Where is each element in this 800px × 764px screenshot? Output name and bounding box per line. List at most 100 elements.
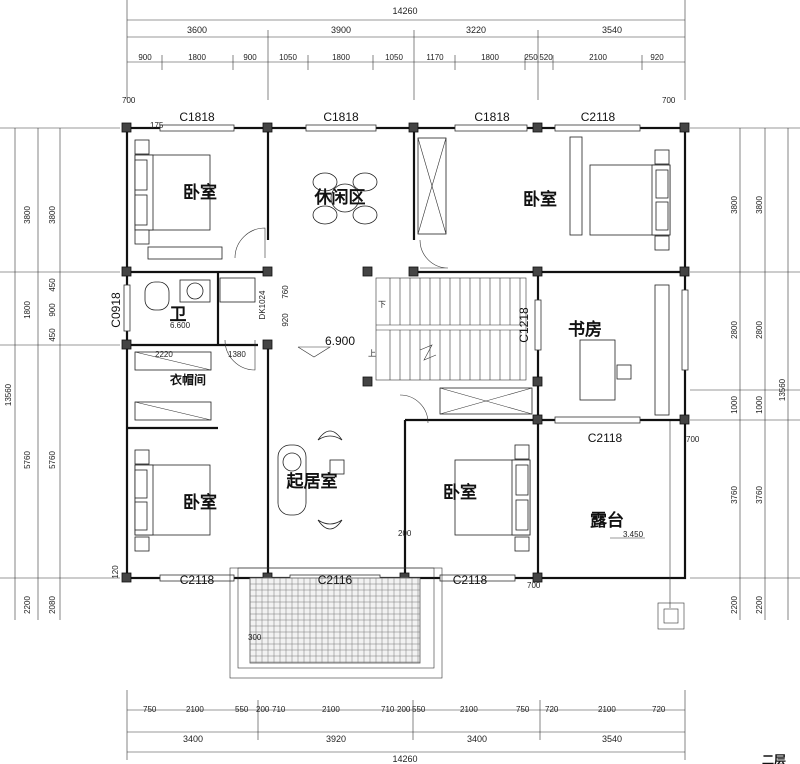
dim-700-ne: 700: [662, 96, 676, 105]
window-tag-10: C2118: [453, 573, 488, 587]
right-dim-2: 2800: [755, 321, 764, 339]
right-sub-2: 2800: [730, 321, 739, 339]
left-dim-2: 1800: [23, 301, 32, 319]
bottom-sub-3: 550: [235, 705, 249, 714]
stair-treads: [389, 278, 521, 380]
right-dim-1: 3800: [755, 196, 764, 214]
dim-200: 200: [398, 529, 412, 538]
dim-2220: 2220: [155, 350, 173, 359]
right-sub-5: 2200: [730, 596, 739, 614]
label-bedroom-nw: 卧室: [183, 182, 217, 203]
top-total-dim: 14260: [392, 6, 417, 16]
top-sub-10: 520: [539, 53, 553, 62]
top-sub-6: 1050: [385, 53, 403, 62]
window-tag-8: C2118: [180, 573, 215, 587]
room-labels: 卧室 休闲区 卧室 卫 书房 衣帽间 卧室 起居室 卧室 露台: [170, 182, 625, 531]
floor-level: 6.900: [325, 334, 355, 348]
top-sub-11: 2100: [589, 53, 607, 62]
right-dim-total: 13560: [778, 378, 787, 401]
bottom-sub-11: 750: [516, 705, 530, 714]
window-tag-1: C1818: [179, 110, 215, 124]
top-sub-5: 1800: [332, 53, 350, 62]
left-sub-3: 900: [48, 303, 57, 317]
top-sub-1: 900: [138, 53, 152, 62]
dim-920: 920: [281, 313, 290, 327]
left-dim-1: 3800: [23, 206, 32, 224]
label-leisure: 休闲区: [314, 187, 366, 208]
window-tag-6: C1218: [517, 307, 531, 343]
dim-760: 760: [281, 285, 290, 299]
stair-up-label: 上: [368, 349, 376, 358]
label-cloakroom: 衣帽间: [170, 372, 206, 387]
right-dim-5: 2200: [755, 596, 764, 614]
top-sub-7: 1170: [426, 53, 444, 62]
left-dim-total: 13560: [4, 383, 13, 406]
bottom-dimensions: 750 2100 550 200 710 2100 710 200 550 21…: [126, 690, 686, 764]
label-bathroom: 卫: [170, 305, 187, 325]
balcony-hatch: [249, 577, 420, 663]
right-dim-4: 3760: [755, 486, 764, 504]
top-sub-3: 900: [243, 53, 257, 62]
bottom-sub-4: 200: [256, 705, 270, 714]
top-dimensions: 14260 3600 3900 3220 3540 900 1800 900 1…: [126, 0, 686, 100]
terrace-level: 3.450: [623, 530, 644, 539]
annotations: 6.900 6.600 3.450 2220 1380 760 920 700 …: [111, 96, 786, 764]
bottom-sub-14: 720: [652, 705, 666, 714]
top-dim-4: 3540: [602, 25, 622, 35]
right-sub-4: 3760: [730, 486, 739, 504]
bottom-sub-2: 2100: [186, 705, 204, 714]
columns: [121, 122, 690, 583]
bath-level: 6.600: [170, 321, 191, 330]
dim-175: 175: [150, 121, 164, 130]
corner-label: 二层: [762, 753, 786, 764]
window-tag-9: C2116: [318, 573, 353, 587]
left-sub-5: 5760: [48, 451, 57, 469]
bottom-sub-5: 710: [272, 705, 286, 714]
top-sub-9: 250: [524, 53, 538, 62]
window-tag-2: C1818: [323, 110, 359, 124]
bottom-sub-8: 200: [397, 705, 411, 714]
left-sub-4: 450: [48, 328, 57, 342]
terrace-post: [657, 602, 685, 630]
bottom-dim-4: 3540: [602, 734, 622, 744]
dim-700-nw: 700: [122, 96, 136, 105]
top-sub-2: 1800: [188, 53, 206, 62]
bottom-sub-7: 710: [381, 705, 395, 714]
bottom-sub-10: 2100: [460, 705, 478, 714]
bottom-sub-6: 2100: [322, 705, 340, 714]
bottom-dim-1: 3400: [183, 734, 203, 744]
right-dimensions: 3800 2800 13560 1000 3760 2200 3800 2800…: [690, 127, 800, 620]
bottom-total-dim: 14260: [392, 754, 417, 764]
dim-120: 120: [111, 565, 120, 579]
right-sub-1: 3800: [730, 196, 739, 214]
bottom-sub-12: 720: [545, 705, 559, 714]
left-sub-2: 450: [48, 278, 57, 292]
bottom-sub-1: 750: [143, 705, 157, 714]
left-dimensions: 3800 1800 13560 5760 2200 3800 450 900 4…: [0, 127, 120, 620]
bottom-dim-3: 3400: [467, 734, 487, 744]
top-sub-12: 920: [650, 53, 664, 62]
window-tag-7: C2118: [588, 431, 623, 445]
right-sub-3: 1000: [730, 396, 739, 414]
dim-700-e: 700: [686, 435, 700, 444]
top-sub-4: 1050: [279, 53, 297, 62]
top-sub-8: 1800: [481, 53, 499, 62]
left-sub-1: 3800: [48, 206, 57, 224]
furniture: [134, 136, 671, 552]
bottom-dim-2: 3920: [326, 734, 346, 744]
label-bedroom-s: 卧室: [443, 482, 477, 503]
label-bedroom-ne: 卧室: [523, 189, 557, 210]
left-sub-6: 2080: [48, 596, 57, 614]
right-dim-3: 1000: [755, 396, 764, 414]
window-tag-4: C2118: [581, 110, 616, 124]
left-dim-4: 2200: [23, 596, 32, 614]
door-tag: DK1024: [258, 290, 267, 319]
bottom-sub-13: 2100: [598, 705, 616, 714]
doors: [224, 227, 449, 424]
dim-1380: 1380: [228, 350, 246, 359]
top-dim-3: 3220: [466, 25, 486, 35]
label-bedroom-sw: 卧室: [183, 492, 217, 513]
label-study: 书房: [568, 319, 602, 340]
top-dim-1: 3600: [187, 25, 207, 35]
